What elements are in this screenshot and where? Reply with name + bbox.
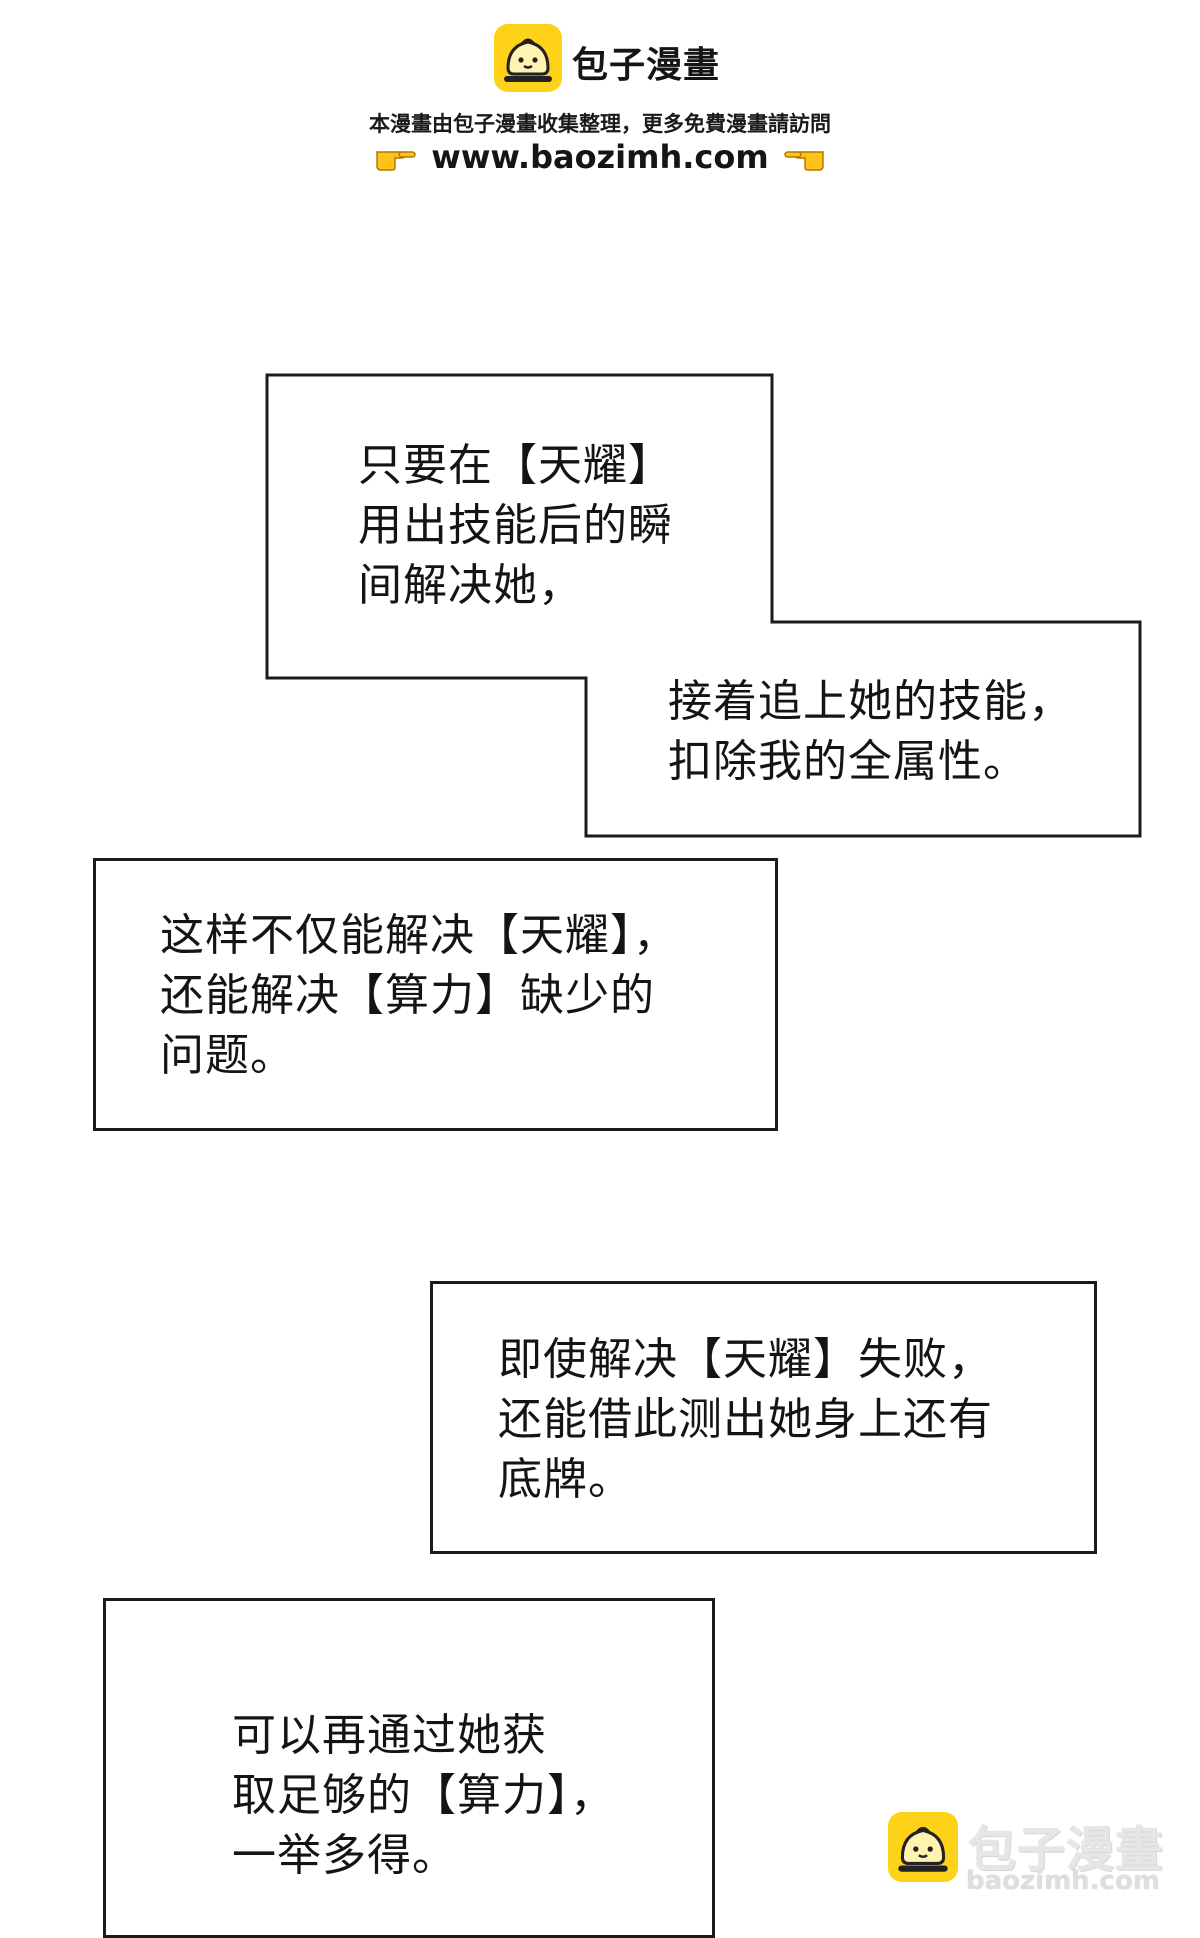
caption-text: 接着追上她的技能， 扣除我的全属性。 [668, 676, 1073, 787]
brand-name[interactable]: 包子漫畫 [572, 45, 721, 86]
watermark-brand: 包子漫畫 [968, 1822, 1165, 1878]
caption-box [103, 1598, 715, 1938]
bun-icon [888, 1812, 958, 1882]
caption-box [93, 858, 778, 1131]
pointing-hand-icon [376, 151, 417, 171]
caption-text: 可以再通过她获 取足够的【算力】， 一举多得。 [232, 1710, 615, 1881]
site-url-link[interactable]: www.baozimh.com [431, 138, 769, 176]
caption-text: 只要在【天耀】 用出技能后的瞬 间解决她， [358, 440, 673, 611]
site-header: 包子漫畫 本漫畫由包子漫畫收集整理，更多免費漫畫請訪問 www.baozimh.… [0, 0, 1200, 200]
watermark-url: baozimh.com [966, 1866, 1160, 1896]
caption-text: 即使解决【天耀】失败， 还能借此测出她身上还有 底牌。 [498, 1334, 993, 1505]
caption-text: 这样不仅能解决【天耀】， 还能解决【算力】缺少的 问题。 [160, 910, 678, 1081]
tagline: 本漫畫由包子漫畫收集整理，更多免費漫畫請訪問 [369, 112, 831, 136]
pointing-hand-icon [783, 151, 824, 171]
caption-box [430, 1281, 1097, 1554]
url-row: www.baozimh.com [0, 138, 1200, 176]
bun-icon[interactable] [494, 24, 562, 92]
caption-box-outline [265, 373, 1142, 838]
